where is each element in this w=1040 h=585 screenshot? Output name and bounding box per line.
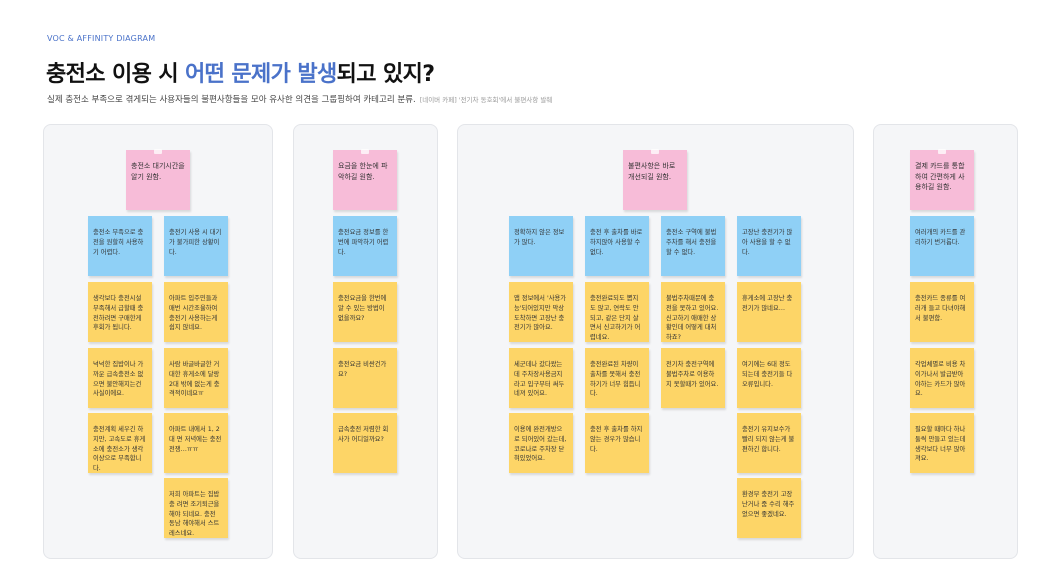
user-quote-note: 이용에 완전개방으로 되어있어 갔는데, 코로나로 주차장 닫혀있었어요. xyxy=(509,413,573,473)
problem-summary-note: 충전소 부족으로 충전을 원할히 사용하기 어렵다. xyxy=(88,216,152,276)
user-quote-note: 급속충전 저렴한 회사가 어디일까요? xyxy=(333,413,397,473)
user-quote-note: 환경부 충전기 고장난거나 줌 수리 해주었으면 좋겠네요. xyxy=(737,478,801,538)
problem-summary-note: 충전소 구역에 불법주차를 해서 충전을 할 수 없다. xyxy=(661,216,725,276)
subtitle-text: 실제 충전소 부족으로 겪게되는 사용자들의 불편사항들을 모아 유사한 의견을… xyxy=(47,95,416,105)
user-quote-note: 전기차 충전구역에 불법주차로 이용하지 못할때가 있어요. xyxy=(661,348,725,408)
group-header-note: 불편사항은 바로 개선되길 원함. xyxy=(623,149,687,210)
problem-summary-note: 정확하지 않은 정보가 많다. xyxy=(509,216,573,276)
user-quote-note: 충전완료되도 뽑지도 않고, 연락도 안되고, 같은 단지 살면서 신고하기가 … xyxy=(585,282,649,342)
user-quote-note: 충전카드 종류를 여러개 들고 다녀야해서 불편함. xyxy=(910,282,974,342)
group-header-note: 충전소 대기시간을 알기 원함. xyxy=(126,149,190,210)
subtitle: 실제 충전소 부족으로 겪게되는 사용자들의 불편사항들을 모아 유사한 의견을… xyxy=(47,93,552,105)
problem-summary-note: 충전기 사용 시 대기가 불가피한 상황이다. xyxy=(164,216,228,276)
user-quote-note: 충전요금 비싼건가요? xyxy=(333,348,397,408)
user-quote-note: 필요할 때마다 하나둘씩 만들고 있는데 생각보다 너무 많아져요. xyxy=(910,413,974,473)
user-quote-note: 불법주차때문에 충전을 못하고 있어요. 신고하기 애매한 상황인데 어떻게 대… xyxy=(661,282,725,342)
user-quote-note: 충전계획 세우긴 하지만, 고속도로 휴게소에 충전소가 생각이상으로 부족합니… xyxy=(88,413,152,473)
user-quote-note: 넉넉한 집밥이나 가까운 급속충전소 없으면 불안해지는건 사실이에요. xyxy=(88,348,152,408)
problem-summary-note: 여러개의 카드를 관리하기 번거롭다. xyxy=(910,216,974,276)
user-quote-note: 세군데나 갔다왔는데 주차장사용금지라고 입구부터 써두네져 있어요. xyxy=(509,348,573,408)
pin-icon xyxy=(361,149,369,154)
user-quote-note: 충전기 유지보수가 빨리 되지 않는게 불편하긴 합니다. xyxy=(737,413,801,473)
group-header-note: 결제 카드를 통합하여 간편하게 사용하길 원함. xyxy=(910,149,974,210)
user-quote-note: 아파트 입주민들과 매번 시간조율하여 충전기 사용하는게 쉽지 않네요. xyxy=(164,282,228,342)
title-suffix: 되고 있지? xyxy=(336,62,435,87)
problem-summary-note: 고장난 충전기가 많아 사용을 할 수 없다. xyxy=(737,216,801,276)
title-prefix: 충전소 이용 시 xyxy=(46,62,186,87)
user-quote-note: 사람 바글바글한 거대한 휴게소에 달랑 2대 밖에 없는게 충격적이네요ㅠ xyxy=(164,348,228,408)
group-header-note: 요금을 한눈에 파악하길 원함. xyxy=(333,149,397,210)
user-quote-note: 아파트 내에서 1, 2대 면 저녁에는 충전전쟁…ㅠㅠ xyxy=(164,413,228,473)
pin-icon xyxy=(154,149,162,154)
user-quote-note: 휴게소에 고장난 충전기가 많네요… xyxy=(737,282,801,342)
eyebrow: VOC & AFFINITY DIAGRAM xyxy=(47,34,156,43)
user-quote-note: 충전완료된 차량이 출차를 못해서 충전하기가 너무 힘듭니다. xyxy=(585,348,649,408)
user-quote-note: 저희 아파트는 집밥 충 려면 조기퇴근을 해야 되네요. 충전 동남 해야해서… xyxy=(164,478,228,538)
user-quote-note: 충전요금을 한번에 알 수 있는 방법이 없을까요? xyxy=(333,282,397,342)
user-quote-note: 충전 후 출차를 하지 않는 경우가 많습니다. xyxy=(585,413,649,473)
user-quote-note: 여기에는 6대 정도 되는데 충전기들 다 오류입니다. xyxy=(737,348,801,408)
problem-summary-note: 충전요금 정보를 한번에 파악하기 어렵다. xyxy=(333,216,397,276)
pin-icon xyxy=(938,149,946,154)
user-quote-note: 앱 정보에서 '사용가능'되어있지만 막상 도착하면 고장난 충전기가 많아요. xyxy=(509,282,573,342)
subtitle-source: [네이버 카페] '전기차 동호회'에서 불편사항 발췌 xyxy=(419,96,553,104)
user-quote-note: 각업체별로 비용 차이가나서 발급받아야하는 카드가 많아요. xyxy=(910,348,974,408)
page-title: 충전소 이용 시 어떤 문제가 발생되고 있지? xyxy=(46,56,435,88)
user-quote-note: 생각보다 충전시설부족해서 급할때 충전하려면 구매한게 후회가 됩니다. xyxy=(88,282,152,342)
title-highlight: 어떤 문제가 발생 xyxy=(185,62,337,87)
problem-summary-note: 충전 후 출차를 바로 하지않아 사용할 수 없다. xyxy=(585,216,649,276)
pin-icon xyxy=(651,149,659,154)
